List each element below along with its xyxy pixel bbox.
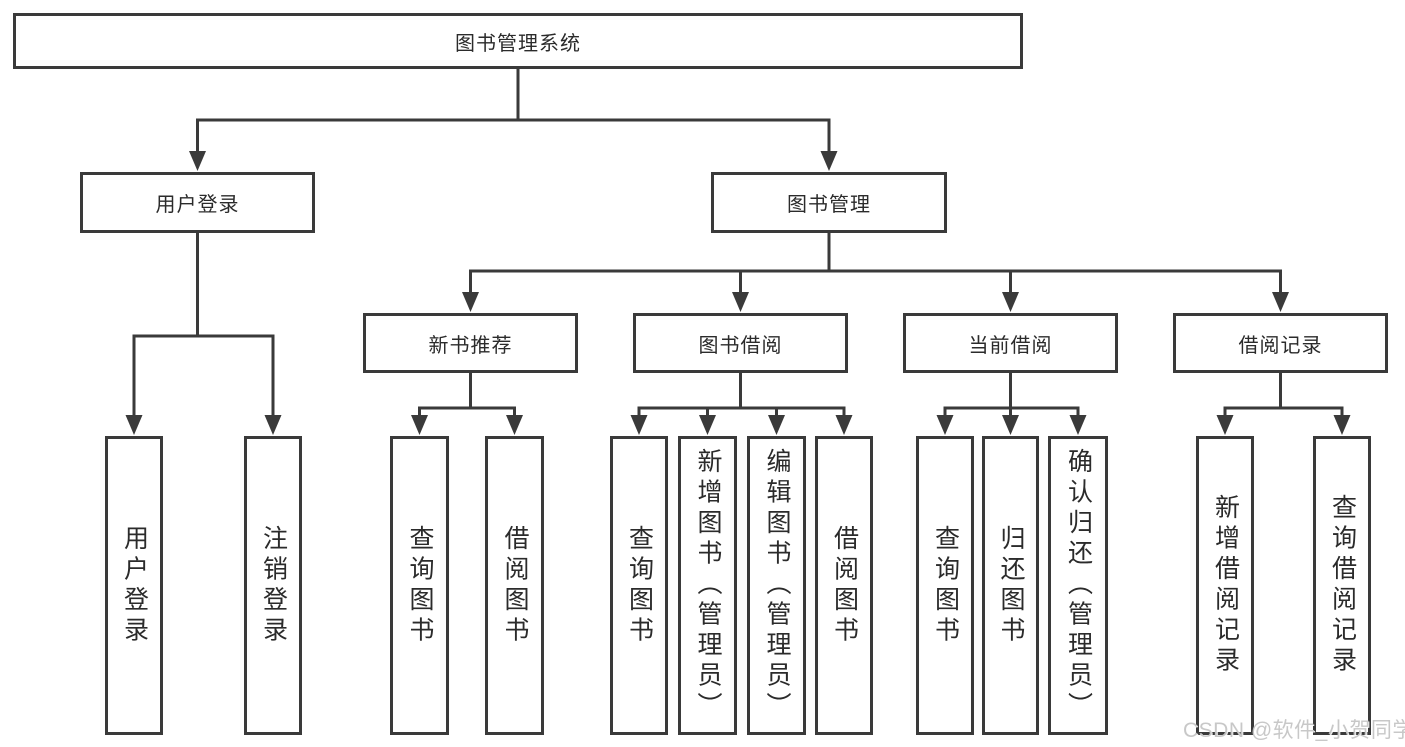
node-new-book-recommend: 新书推荐	[363, 313, 578, 373]
node-br-query-record: 查询借阅记录	[1313, 436, 1371, 735]
arrowhead-to-borrowing-records	[1272, 292, 1289, 312]
node-label-bb-edit-books: 编辑图书（管理员）	[763, 448, 791, 723]
arrowhead-to-book-management	[820, 151, 838, 171]
node-label-new-book-recommend: 新书推荐	[428, 334, 513, 357]
node-label-book-management: 图书管理	[787, 194, 871, 216]
node-br-add-record: 新增借阅记录	[1196, 436, 1254, 735]
node-user-login: 用户登录	[80, 172, 315, 233]
node-cb-query-books: 查询图书	[916, 436, 974, 735]
node-label-cb-query-books: 查询图书	[931, 524, 960, 647]
node-label-nbr-query-books: 查询图书	[406, 524, 434, 647]
node-label-logout-leaf: 注销登录	[259, 524, 288, 647]
arrowhead-to-bb-borrow-books	[835, 415, 853, 435]
node-label-current-borrowing: 当前借阅	[968, 334, 1053, 357]
node-bb-add-books: 新增图书（管理员）	[678, 436, 737, 735]
arrowhead-to-bb-query-books	[630, 415, 648, 435]
node-borrowing-records: 借阅记录	[1173, 313, 1388, 373]
edge-from-book-borrowing	[637, 371, 846, 423]
arrowhead-to-br-add-record	[1216, 415, 1234, 435]
arrowhead-to-bb-add-books	[699, 415, 716, 435]
arrowhead-to-cb-return-books	[1002, 415, 1019, 435]
node-user-login-leaf: 用户登录	[105, 436, 163, 735]
node-library-system: 图书管理系统	[13, 13, 1023, 69]
node-label-cb-confirm-return: 确认归还（管理员）	[1064, 448, 1093, 723]
arrowhead-to-logout-leaf	[264, 415, 282, 435]
node-book-management: 图书管理	[711, 172, 947, 233]
node-label-br-query-record: 查询借阅记录	[1328, 494, 1357, 677]
node-label-borrowing-records: 借阅记录	[1238, 334, 1323, 357]
arrowhead-to-user-login-leaf	[125, 415, 143, 435]
node-label-nbr-borrow-books: 借阅图书	[501, 524, 529, 647]
arrowhead-to-cb-confirm-return	[1069, 415, 1087, 435]
node-cb-confirm-return: 确认归还（管理员）	[1048, 436, 1108, 735]
arrowhead-to-br-query-record	[1333, 415, 1351, 435]
node-label-bb-borrow-books: 借阅图书	[830, 524, 859, 647]
edge-from-user-login	[132, 231, 275, 423]
arrowhead-to-current-borrowing	[1002, 292, 1019, 312]
node-label-bb-query-books: 查询图书	[625, 524, 654, 647]
arrowhead-to-nbr-borrow-books	[506, 415, 523, 435]
node-logout-leaf: 注销登录	[244, 436, 302, 735]
node-label-library-system: 图书管理系统	[455, 32, 581, 55]
node-label-user-login: 用户登录	[155, 194, 240, 216]
node-nbr-query-books: 查询图书	[390, 436, 449, 735]
arrowhead-to-cb-query-books	[936, 415, 954, 435]
node-current-borrowing: 当前借阅	[903, 313, 1118, 373]
edge-from-new-book-recommend	[418, 371, 516, 423]
edge-from-borrowing-records	[1223, 371, 1344, 423]
node-nbr-borrow-books: 借阅图书	[485, 436, 544, 735]
arrowhead-to-bb-edit-books	[768, 415, 785, 435]
node-bb-edit-books: 编辑图书（管理员）	[747, 436, 806, 735]
edge-from-current-borrowing	[943, 371, 1080, 423]
arrowhead-to-user-login	[189, 151, 206, 171]
edge-from-book-management	[469, 231, 1282, 300]
node-label-bb-add-books: 新增图书（管理员）	[694, 448, 722, 723]
node-label-br-add-record: 新增借阅记录	[1211, 494, 1240, 677]
arrowhead-to-new-book-recommend	[462, 292, 479, 312]
node-label-user-login-leaf: 用户登录	[120, 524, 149, 647]
edge-from-library-system	[196, 67, 831, 159]
arrowhead-to-book-borrowing	[732, 292, 749, 312]
arrowhead-to-nbr-query-books	[411, 415, 428, 435]
node-label-cb-return-books: 归还图书	[997, 524, 1025, 647]
node-label-book-borrowing: 图书借阅	[698, 334, 783, 357]
node-book-borrowing: 图书借阅	[633, 313, 848, 373]
csdn-watermark: CSDN @软件_小贺同学	[1183, 719, 1405, 742]
node-bb-borrow-books: 借阅图书	[815, 436, 873, 735]
node-bb-query-books: 查询图书	[610, 436, 668, 735]
node-cb-return-books: 归还图书	[982, 436, 1039, 735]
